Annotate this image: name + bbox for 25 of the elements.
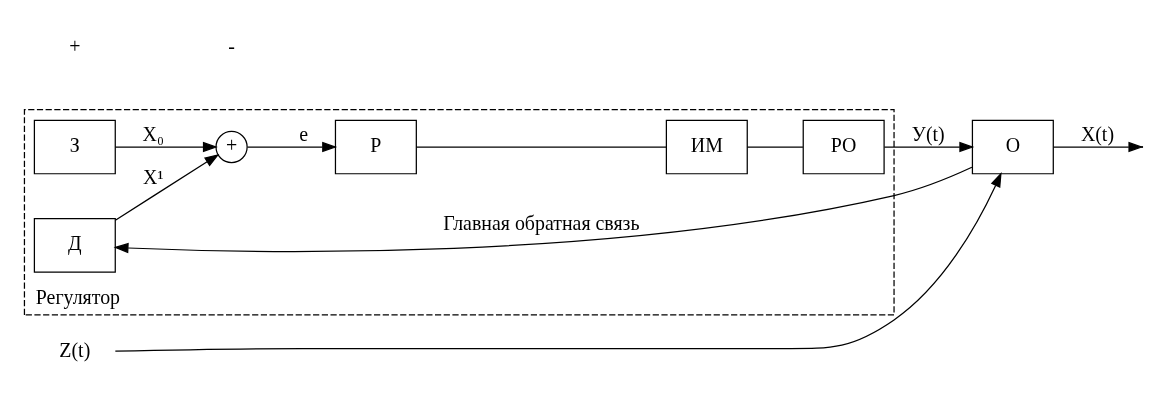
node-box: З: [33, 119, 116, 175]
node-box: ИМ: [665, 119, 748, 175]
node-text: Z(t): [59, 339, 91, 361]
edge-label: X¹: [143, 166, 164, 189]
node-box: Р: [334, 119, 417, 175]
label: -: [228, 35, 235, 58]
node-box: Д: [33, 217, 116, 273]
connector: [415, 146, 667, 148]
node-box: О: [971, 119, 1054, 175]
node-circle: +: [215, 130, 248, 164]
arrow: [114, 141, 218, 153]
arrow: [113, 166, 973, 254]
arrow: [1052, 141, 1144, 153]
arrow: [114, 154, 220, 221]
arrow: [883, 141, 975, 153]
label: +: [69, 35, 81, 58]
connector: [746, 146, 804, 148]
arrow: [246, 141, 338, 153]
edge-label: X₀: [142, 122, 164, 145]
node-box: РО: [802, 119, 885, 175]
arrow: [114, 172, 1002, 352]
edge-label: Главная обратная связь: [443, 212, 640, 235]
edge-label: У(t): [911, 122, 945, 145]
edge-label: e: [299, 122, 309, 145]
edge-label: X(t): [1080, 122, 1115, 145]
